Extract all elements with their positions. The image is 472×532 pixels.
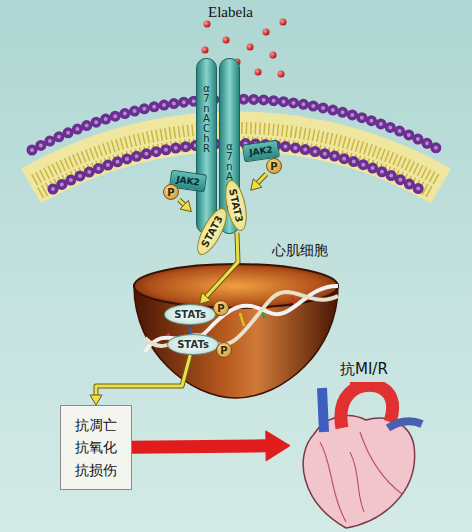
arrow-head [200,293,211,304]
phosphate-circle: P [213,300,229,316]
phosphate-circle: P [163,184,179,200]
arrow-head [251,179,262,190]
heart-body [303,416,414,528]
node-text: P [217,303,224,314]
outcome-label: 抗MI/R [340,360,388,379]
ligand-label: Elabela [208,4,253,21]
nucleus-rim [134,264,338,308]
node-text: P [270,161,277,172]
effect-box: 抗凋亡 抗氧化 抗损伤 [60,405,132,490]
node-text: JAK2 [176,174,201,187]
dna-rung [240,313,244,326]
arrow-head [90,395,102,405]
arrow-shaft [132,446,267,447]
arrow-outline [96,355,190,396]
arrow-outline [179,200,185,206]
stat-oval: STATs [164,304,216,325]
ligand-dot [223,37,230,44]
heart-vessel [320,442,346,522]
ligand-dot [204,21,211,28]
vena-cava [322,388,324,432]
phosphate-circle: P [266,158,282,174]
phosphate-circle: P [216,342,232,358]
node-text: P [167,187,174,198]
heart-node: 抗MI/R [290,360,425,530]
node-text: 抗凋亡 抗氧化 抗损伤 [73,414,119,481]
heart-illustration [290,382,425,530]
signal-arrow [251,174,267,190]
arrow-head [180,200,191,211]
ligand-dot [255,69,262,76]
signal-arrow [90,355,190,405]
receptor-capsule: α7nAChR [196,58,217,234]
node-text: STATs [177,339,209,350]
ligand-dot [263,29,270,36]
cell-label: 心肌细胞 [272,242,328,260]
heart-vessel [360,432,402,494]
ligand-dot [202,47,209,54]
arrow-outline [257,174,266,184]
signal-arrow [179,200,191,212]
pulmonary-vessel [388,421,422,428]
node-text: α7nAChR [201,83,212,153]
aorta-branch [352,382,370,394]
node-text: STATs [174,309,206,320]
node-text: STAT3 [227,188,245,224]
aorta [341,385,393,428]
arrow-shaft [257,174,266,184]
effect-arrow [132,431,290,461]
ligand-dot [278,71,285,78]
ligand-dot [247,44,254,51]
stat-oval: STATs [167,334,219,355]
node-text: JAK2 [249,144,274,157]
ligand-dot [280,19,287,26]
ligand-dot [270,52,277,59]
arrow-shaft [96,355,190,396]
arrow-shaft [179,200,185,206]
heart-vessel [350,452,364,512]
arrow-head [266,431,290,461]
node-text: P [220,345,227,356]
